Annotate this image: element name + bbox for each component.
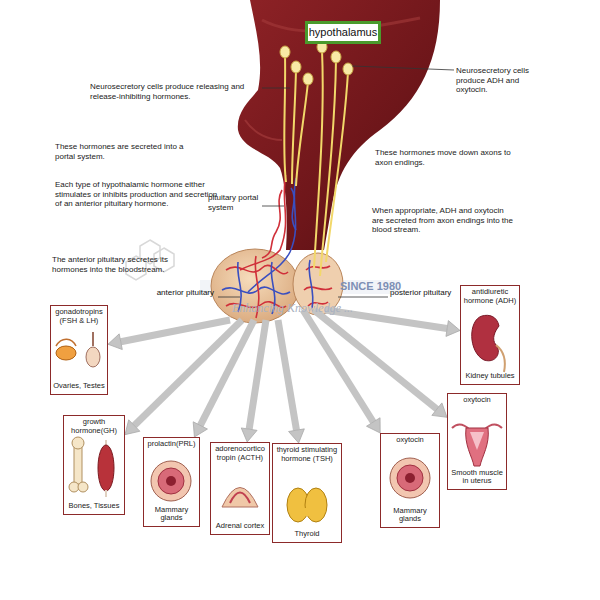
target-label: Mammary glands <box>146 506 197 523</box>
arrow-head <box>446 321 460 337</box>
leader-lines <box>262 206 284 207</box>
neuron-axons <box>284 50 348 276</box>
arrow-head <box>241 428 257 442</box>
node-title: adorenocortico tropin (ACTH) <box>213 445 267 462</box>
hormone-arrow <box>314 310 447 417</box>
leader-lines <box>218 66 454 297</box>
note-text: pituitary portal system <box>208 193 264 212</box>
note-text: Neurosecretory cells produce releasing a… <box>90 82 258 101</box>
neuron-axons <box>320 60 336 276</box>
target-label: Bones, Tissues <box>66 502 122 511</box>
portal-vessels <box>291 188 296 230</box>
portal-vessels <box>304 266 332 306</box>
neuron-axons <box>314 50 323 268</box>
neuron-cell-bodies <box>291 61 301 73</box>
neuron-cell-bodies <box>303 73 313 85</box>
note-text: Each type of hypothalamic hormone either… <box>55 180 220 209</box>
arrow-head <box>289 429 305 443</box>
portal-vessels <box>222 287 290 294</box>
target-box: oxytocinMammary glands <box>380 433 440 528</box>
node-title: growth hormone(GH) <box>66 418 122 435</box>
hormone-arrow <box>193 320 254 437</box>
node-title: hypothalamus <box>309 26 378 38</box>
arrow-shaft <box>249 320 266 429</box>
arrow-shaft <box>134 320 242 426</box>
note-text: The anterior pituitary secretes its horm… <box>52 255 187 274</box>
leader-lines <box>218 297 240 298</box>
neuron-axons <box>326 72 348 262</box>
leader-lines <box>352 66 454 70</box>
neuron-cell-bodies <box>280 46 290 58</box>
arrow-shaft <box>200 320 254 425</box>
target-box: gonadotropins (FSH & LH) Ovaries, Testes <box>50 305 108 395</box>
node-title: oxytocin <box>450 396 504 405</box>
target-label: Mammary glands <box>383 507 437 524</box>
arrow-head <box>108 334 122 350</box>
hormone-arrow <box>303 310 380 433</box>
node-title: oxytocin <box>383 436 437 445</box>
leader-lines <box>262 88 290 89</box>
note-text: Neurosecretory cells produce ADH and oxy… <box>456 66 542 95</box>
target-label: Ovaries, Testes <box>53 382 105 391</box>
hormone-arrow <box>241 320 266 442</box>
watermark-text: Enhancing Knowledge ... <box>232 302 353 314</box>
arrow-head <box>125 420 140 435</box>
neuron-axons <box>292 70 296 184</box>
region-label-box: hypothalamus <box>305 21 381 44</box>
leader-lines <box>338 297 388 298</box>
neuron-cell-bodies <box>343 63 353 75</box>
target-box: thyroid stimulating hormone (TSH) Thyroid <box>272 443 342 543</box>
note-text: These hormones move down axons to axon e… <box>375 148 525 167</box>
portal-vessels <box>262 190 282 258</box>
node-title: anterior pituitary <box>157 288 214 297</box>
target-box: oxytocinSmooth muscle in uterus <box>447 393 507 490</box>
watermark-text: SINCE 1980 <box>340 281 401 292</box>
target-box: antidiuretic hormone (ADH) Kidney tubules <box>460 285 520 385</box>
neuron-axons <box>296 82 308 186</box>
arrow-shaft <box>121 320 230 342</box>
portal-vessels <box>240 175 286 270</box>
arrow-shaft <box>303 310 373 422</box>
node-title: prolactin(PRL) <box>146 440 197 449</box>
portal-vessels <box>309 260 313 308</box>
hormone-arrow <box>125 320 242 435</box>
node-title: gonadotropins (FSH & LH) <box>53 308 105 325</box>
neuron-cell-bodies <box>280 41 353 85</box>
note-text: These hormones are secreted into a porta… <box>55 142 195 161</box>
hormone-arrow <box>108 320 230 350</box>
arrow-head <box>432 403 447 417</box>
arrow-shaft <box>314 310 437 409</box>
arrow-shaft <box>278 320 296 430</box>
node-title: thyroid stimulating hormone (TSH) <box>275 446 339 463</box>
hormone-arrow <box>278 320 304 443</box>
target-label: Adrenal cortex <box>213 522 267 531</box>
node-title: antidiuretic hormone (ADH) <box>463 288 517 305</box>
target-box: prolactin(PRL) Mammary glands <box>143 437 200 527</box>
brain-tissue <box>245 120 282 140</box>
neuron-cell-bodies <box>331 51 341 63</box>
target-label: Kidney tubules <box>463 372 517 381</box>
note-text: When appropriate, ADH and oxytocin are s… <box>372 206 517 235</box>
target-box: adorenocortico tropin (ACTH) Adrenal cort… <box>210 442 270 535</box>
target-box: growth hormone(GH) Bones, Tissues <box>63 415 125 515</box>
target-label: Smooth muscle in uterus <box>450 469 504 486</box>
target-label: Thyroid <box>275 530 339 539</box>
portal-vessels <box>226 265 288 273</box>
arrow-head <box>193 422 207 437</box>
neuron-axons <box>284 55 286 182</box>
arrow-head <box>367 418 381 433</box>
